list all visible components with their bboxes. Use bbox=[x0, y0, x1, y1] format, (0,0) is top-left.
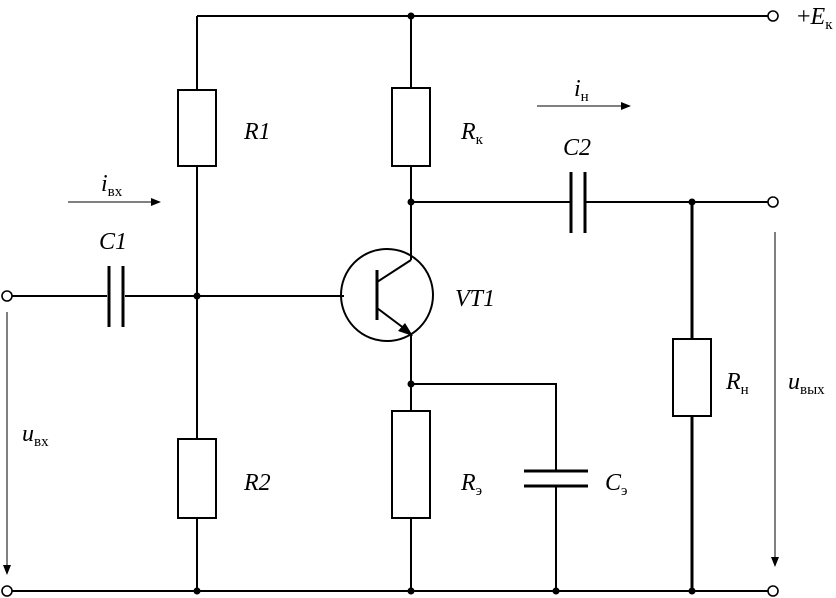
transistor-body bbox=[340, 248, 434, 342]
r1-label: R1 bbox=[243, 119, 271, 145]
supply-label: +Eк bbox=[797, 4, 833, 33]
collector-branch bbox=[391, 16, 431, 260]
supply-terminal bbox=[767, 10, 779, 22]
input-stage bbox=[1, 266, 344, 327]
c2-label: C2 bbox=[563, 135, 591, 161]
resistor-re bbox=[391, 410, 431, 519]
emitter-arrow-icon bbox=[398, 323, 413, 336]
labels: +Eк R1 R2 Rк Rэ Rн C1 C2 Cэ VT1 iвх iн u… bbox=[22, 4, 833, 499]
vt1-label: VT1 bbox=[455, 286, 495, 312]
transistor-vt1 bbox=[340, 248, 434, 342]
bias-divider bbox=[177, 16, 217, 591]
input-terminal bbox=[1, 290, 13, 302]
output-stage bbox=[411, 172, 779, 591]
signal-arrows bbox=[3, 102, 779, 575]
ground-rail bbox=[1, 585, 779, 597]
rn-label: Rн bbox=[725, 369, 749, 398]
output-terminal bbox=[767, 196, 779, 208]
resistor-r2 bbox=[177, 438, 217, 519]
input-current-label: iвх bbox=[101, 171, 123, 200]
input-ground-terminal bbox=[1, 585, 13, 597]
ce-label: Cэ bbox=[605, 470, 627, 499]
emitter-branch bbox=[391, 334, 588, 591]
rk-label: Rк bbox=[460, 119, 484, 148]
resistor-r1 bbox=[177, 89, 217, 167]
input-voltage-label: uвх bbox=[22, 421, 49, 450]
output-ground-terminal bbox=[767, 585, 779, 597]
output-voltage-label: uвых bbox=[788, 369, 825, 398]
supply-rail bbox=[197, 10, 779, 22]
re-label: Rэ bbox=[460, 470, 482, 499]
c1-label: C1 bbox=[99, 229, 127, 255]
resistor-rn bbox=[672, 338, 712, 417]
r2-label: R2 bbox=[243, 470, 271, 496]
resistor-rk bbox=[391, 87, 431, 167]
load-current-label: iн bbox=[574, 76, 589, 105]
transistor-collector bbox=[376, 259, 412, 283]
